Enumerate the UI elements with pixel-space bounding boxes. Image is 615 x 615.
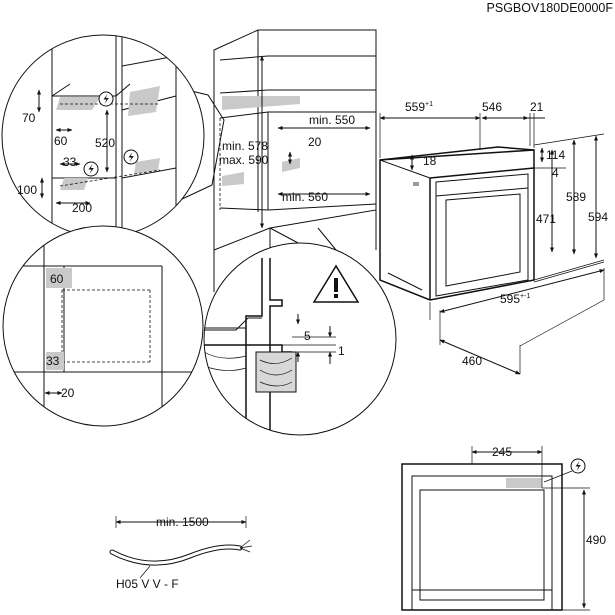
dim-min-1500: min. 1500 xyxy=(156,515,209,529)
power-cable-drawing: min. 1500 H05 V V - F xyxy=(109,515,253,591)
cable-type-label: H05 V V - F xyxy=(116,577,179,591)
detail-circle-bottom-left: 60 33 20 xyxy=(2,225,204,427)
dim-460: 460 xyxy=(462,354,482,368)
dim-21: 21 xyxy=(530,100,544,114)
dim-20: 20 xyxy=(308,135,322,149)
dim-33: 33 xyxy=(63,155,77,169)
dim-min-578: min. 578 xyxy=(222,139,268,153)
cabinet-drawing: min. 578 max. 590 min. 550 20 min. 560 xyxy=(213,29,377,292)
dim-min-560: min. 560 xyxy=(282,190,328,204)
dim-33: 33 xyxy=(46,354,60,368)
oven-drawing: 559+1 546 21 18 114 4 589 594 471 595+-1… xyxy=(379,100,608,375)
dim-20: 20 xyxy=(61,386,75,400)
dim-490: 490 xyxy=(586,533,606,547)
dim-5: 5 xyxy=(304,329,311,343)
oven-rear-view: 245 490 xyxy=(401,445,606,611)
dim-471: 471 xyxy=(536,212,556,226)
dim-594: 594 xyxy=(588,210,608,224)
dim-200: 200 xyxy=(72,201,92,215)
dim-min-550: min. 550 xyxy=(309,113,355,127)
dim-4: 4 xyxy=(552,166,559,180)
detail-circle-bottom-center: 5 1 xyxy=(203,227,397,436)
dim-70: 70 xyxy=(22,111,36,125)
dim-60: 60 xyxy=(50,272,64,286)
electric-hazard-icon xyxy=(570,458,586,474)
dim-520: 520 xyxy=(95,136,115,150)
warning-triangle-icon xyxy=(312,264,360,303)
dim-589: 589 xyxy=(566,190,586,204)
dim-245: 245 xyxy=(492,445,512,459)
dim-546: 546 xyxy=(482,100,502,114)
electric-hazard-icon xyxy=(98,91,114,107)
electric-hazard-icon xyxy=(123,149,139,165)
dim-559: 559+1 xyxy=(405,100,433,114)
dim-18: 18 xyxy=(423,154,437,168)
dim-max-590: max. 590 xyxy=(219,153,269,167)
dim-1: 1 xyxy=(338,344,345,358)
dim-114: 114 xyxy=(546,148,565,162)
dim-60: 60 xyxy=(54,134,68,148)
electric-hazard-icon xyxy=(83,161,99,177)
dim-595: 595+-1 xyxy=(500,292,530,306)
document-code: PSGBOV180DE0000F xyxy=(487,1,614,15)
detail-circle-top-left: 70 60 520 33 100 200 xyxy=(1,34,225,238)
dim-100: 100 xyxy=(17,183,37,197)
